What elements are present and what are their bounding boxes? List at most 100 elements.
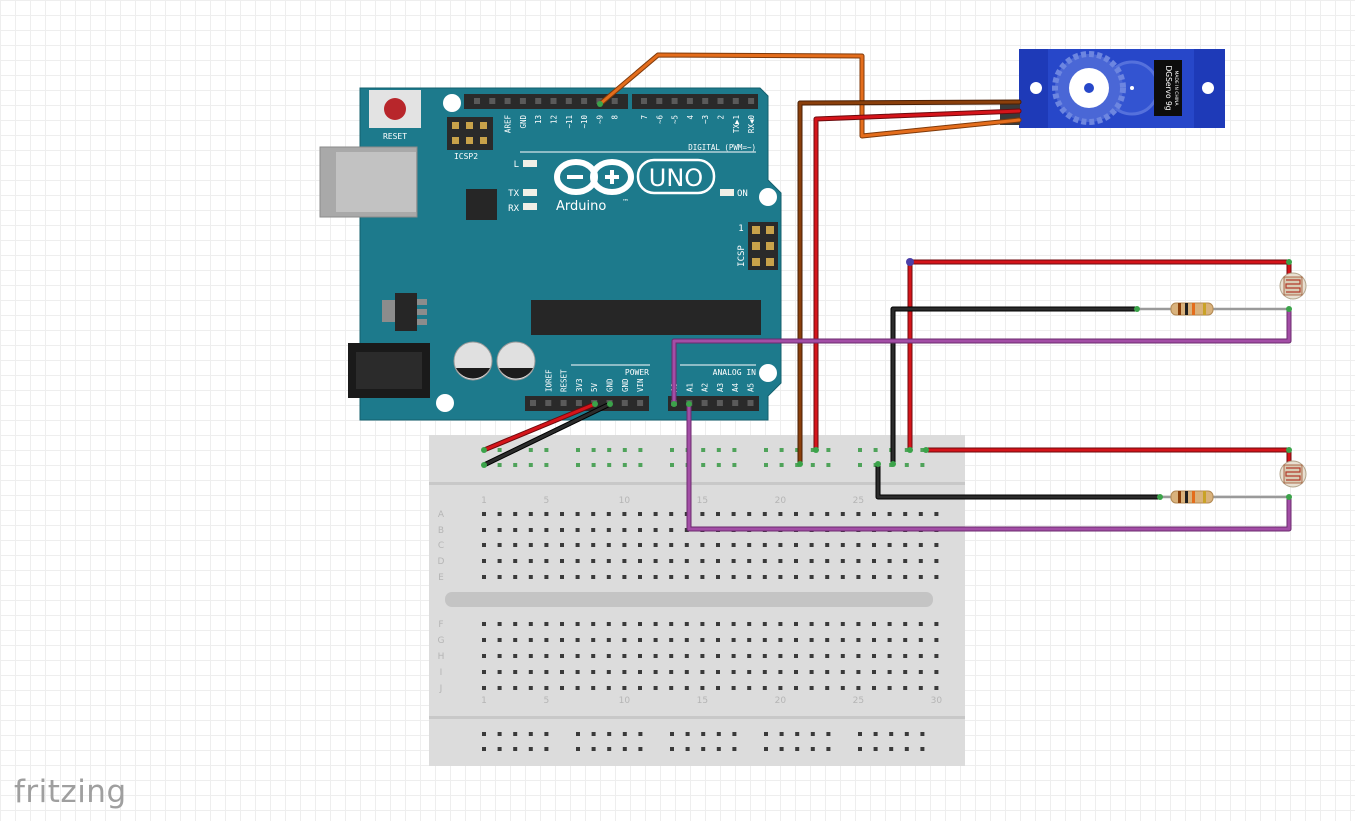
- breadboard-hole[interactable]: [809, 670, 814, 674]
- breadboard-hole[interactable]: [528, 638, 533, 642]
- breadboard-hole[interactable]: [700, 559, 705, 563]
- wire-servo-power[interactable]: [814, 109, 1021, 452]
- wire-5v[interactable]: [482, 402, 597, 452]
- rail-hole[interactable]: [497, 448, 502, 452]
- breadboard-hole[interactable]: [825, 670, 830, 674]
- rail-hole[interactable]: [576, 448, 580, 452]
- breadboard-hole[interactable]: [653, 654, 658, 658]
- breadboard-hole[interactable]: [482, 686, 486, 690]
- breadboard-hole[interactable]: [684, 686, 689, 690]
- breadboard-hole[interactable]: [575, 512, 580, 516]
- breadboard-hole[interactable]: [513, 559, 518, 563]
- header-pin[interactable]: [716, 400, 723, 406]
- breadboard-hole[interactable]: [778, 575, 783, 579]
- breadboard-hole[interactable]: [794, 559, 798, 563]
- breadboard-hole[interactable]: [653, 512, 658, 516]
- breadboard-hole[interactable]: [887, 638, 892, 642]
- breadboard-hole[interactable]: [934, 622, 939, 626]
- breadboard-hole[interactable]: [778, 512, 783, 516]
- breadboard-hole[interactable]: [840, 512, 845, 516]
- breadboard-hole[interactable]: [731, 512, 736, 516]
- header-pin[interactable]: [671, 98, 678, 104]
- breadboard-hole[interactable]: [528, 686, 533, 690]
- breadboard-hole[interactable]: [606, 512, 611, 516]
- rail-hole[interactable]: [544, 747, 549, 751]
- rail-hole[interactable]: [685, 732, 690, 736]
- rail-hole[interactable]: [622, 463, 627, 467]
- breadboard-hole[interactable]: [560, 622, 564, 626]
- breadboard-hole[interactable]: [731, 686, 736, 690]
- header-pin[interactable]: [702, 98, 709, 104]
- header-pin[interactable]: [717, 98, 724, 104]
- wire-ldr2-signal[interactable]: [687, 402, 1291, 531]
- breadboard-hole[interactable]: [825, 622, 830, 626]
- header-pin[interactable]: [550, 98, 557, 104]
- wire-ldr1-power[interactable]: [908, 260, 1291, 452]
- header-pin[interactable]: [489, 98, 496, 104]
- header-pin[interactable]: [565, 98, 572, 104]
- breadboard-hole[interactable]: [497, 638, 502, 642]
- breadboard-hole[interactable]: [513, 654, 518, 658]
- breadboard-hole[interactable]: [934, 543, 939, 547]
- breadboard-hole[interactable]: [497, 654, 502, 658]
- breadboard-hole[interactable]: [903, 654, 908, 658]
- breadboard-hole[interactable]: [856, 575, 861, 579]
- rail-hole[interactable]: [638, 747, 643, 751]
- reset-button-cap[interactable]: [384, 98, 406, 120]
- breadboard-hole[interactable]: [638, 543, 642, 547]
- rail-hole[interactable]: [810, 747, 815, 751]
- rail-hole[interactable]: [795, 448, 800, 452]
- breadboard-hole[interactable]: [934, 559, 939, 563]
- breadboard-hole[interactable]: [731, 543, 736, 547]
- rail-hole[interactable]: [638, 448, 643, 452]
- breadboard-hole[interactable]: [856, 670, 861, 674]
- rail-hole[interactable]: [576, 732, 580, 736]
- breadboard-hole[interactable]: [809, 638, 814, 642]
- breadboard-hole[interactable]: [622, 543, 627, 547]
- breadboard-hole[interactable]: [575, 528, 580, 532]
- resistor-1[interactable]: [1170, 302, 1214, 316]
- breadboard-hole[interactable]: [528, 559, 533, 563]
- rail-hole[interactable]: [670, 732, 674, 736]
- rail-hole[interactable]: [576, 747, 580, 751]
- breadboard-hole[interactable]: [700, 543, 705, 547]
- breadboard-hole[interactable]: [528, 622, 533, 626]
- breadboard-hole[interactable]: [747, 654, 752, 658]
- breadboard-hole[interactable]: [778, 622, 783, 626]
- wire-ldr1-ground[interactable]: [891, 307, 1139, 466]
- breadboard-hole[interactable]: [653, 543, 658, 547]
- breadboard-hole[interactable]: [716, 686, 720, 690]
- rail-hole[interactable]: [779, 732, 784, 736]
- breadboard-hole[interactable]: [809, 654, 814, 658]
- breadboard-hole[interactable]: [606, 559, 611, 563]
- breadboard-hole[interactable]: [497, 686, 502, 690]
- breadboard-hole[interactable]: [638, 638, 642, 642]
- breadboard-hole[interactable]: [560, 528, 564, 532]
- rail-hole[interactable]: [638, 463, 643, 467]
- breadboard-hole[interactable]: [934, 575, 939, 579]
- breadboard-hole[interactable]: [606, 670, 611, 674]
- rail-hole[interactable]: [622, 747, 627, 751]
- breadboard-hole[interactable]: [903, 622, 908, 626]
- breadboard-hole[interactable]: [622, 575, 627, 579]
- breadboard-hole[interactable]: [872, 654, 876, 658]
- header-pin[interactable]: [530, 400, 536, 406]
- header-pin[interactable]: [560, 400, 567, 406]
- breadboard-hole[interactable]: [887, 512, 892, 516]
- breadboard-hole[interactable]: [747, 512, 752, 516]
- rail-hole[interactable]: [873, 747, 878, 751]
- rail-hole[interactable]: [591, 463, 596, 467]
- rail-hole[interactable]: [685, 747, 690, 751]
- breadboard-hole[interactable]: [482, 622, 486, 626]
- breadboard-hole[interactable]: [560, 575, 564, 579]
- breadboard-hole[interactable]: [669, 559, 674, 563]
- header-pin[interactable]: [641, 98, 647, 104]
- resistor-2[interactable]: [1170, 490, 1214, 504]
- breadboard-hole[interactable]: [747, 559, 752, 563]
- header-pin[interactable]: [637, 400, 644, 406]
- breadboard-hole[interactable]: [560, 543, 564, 547]
- rail-hole[interactable]: [810, 448, 815, 452]
- header-pin[interactable]: [686, 98, 693, 104]
- breadboard-hole[interactable]: [762, 512, 767, 516]
- breadboard-hole[interactable]: [825, 686, 830, 690]
